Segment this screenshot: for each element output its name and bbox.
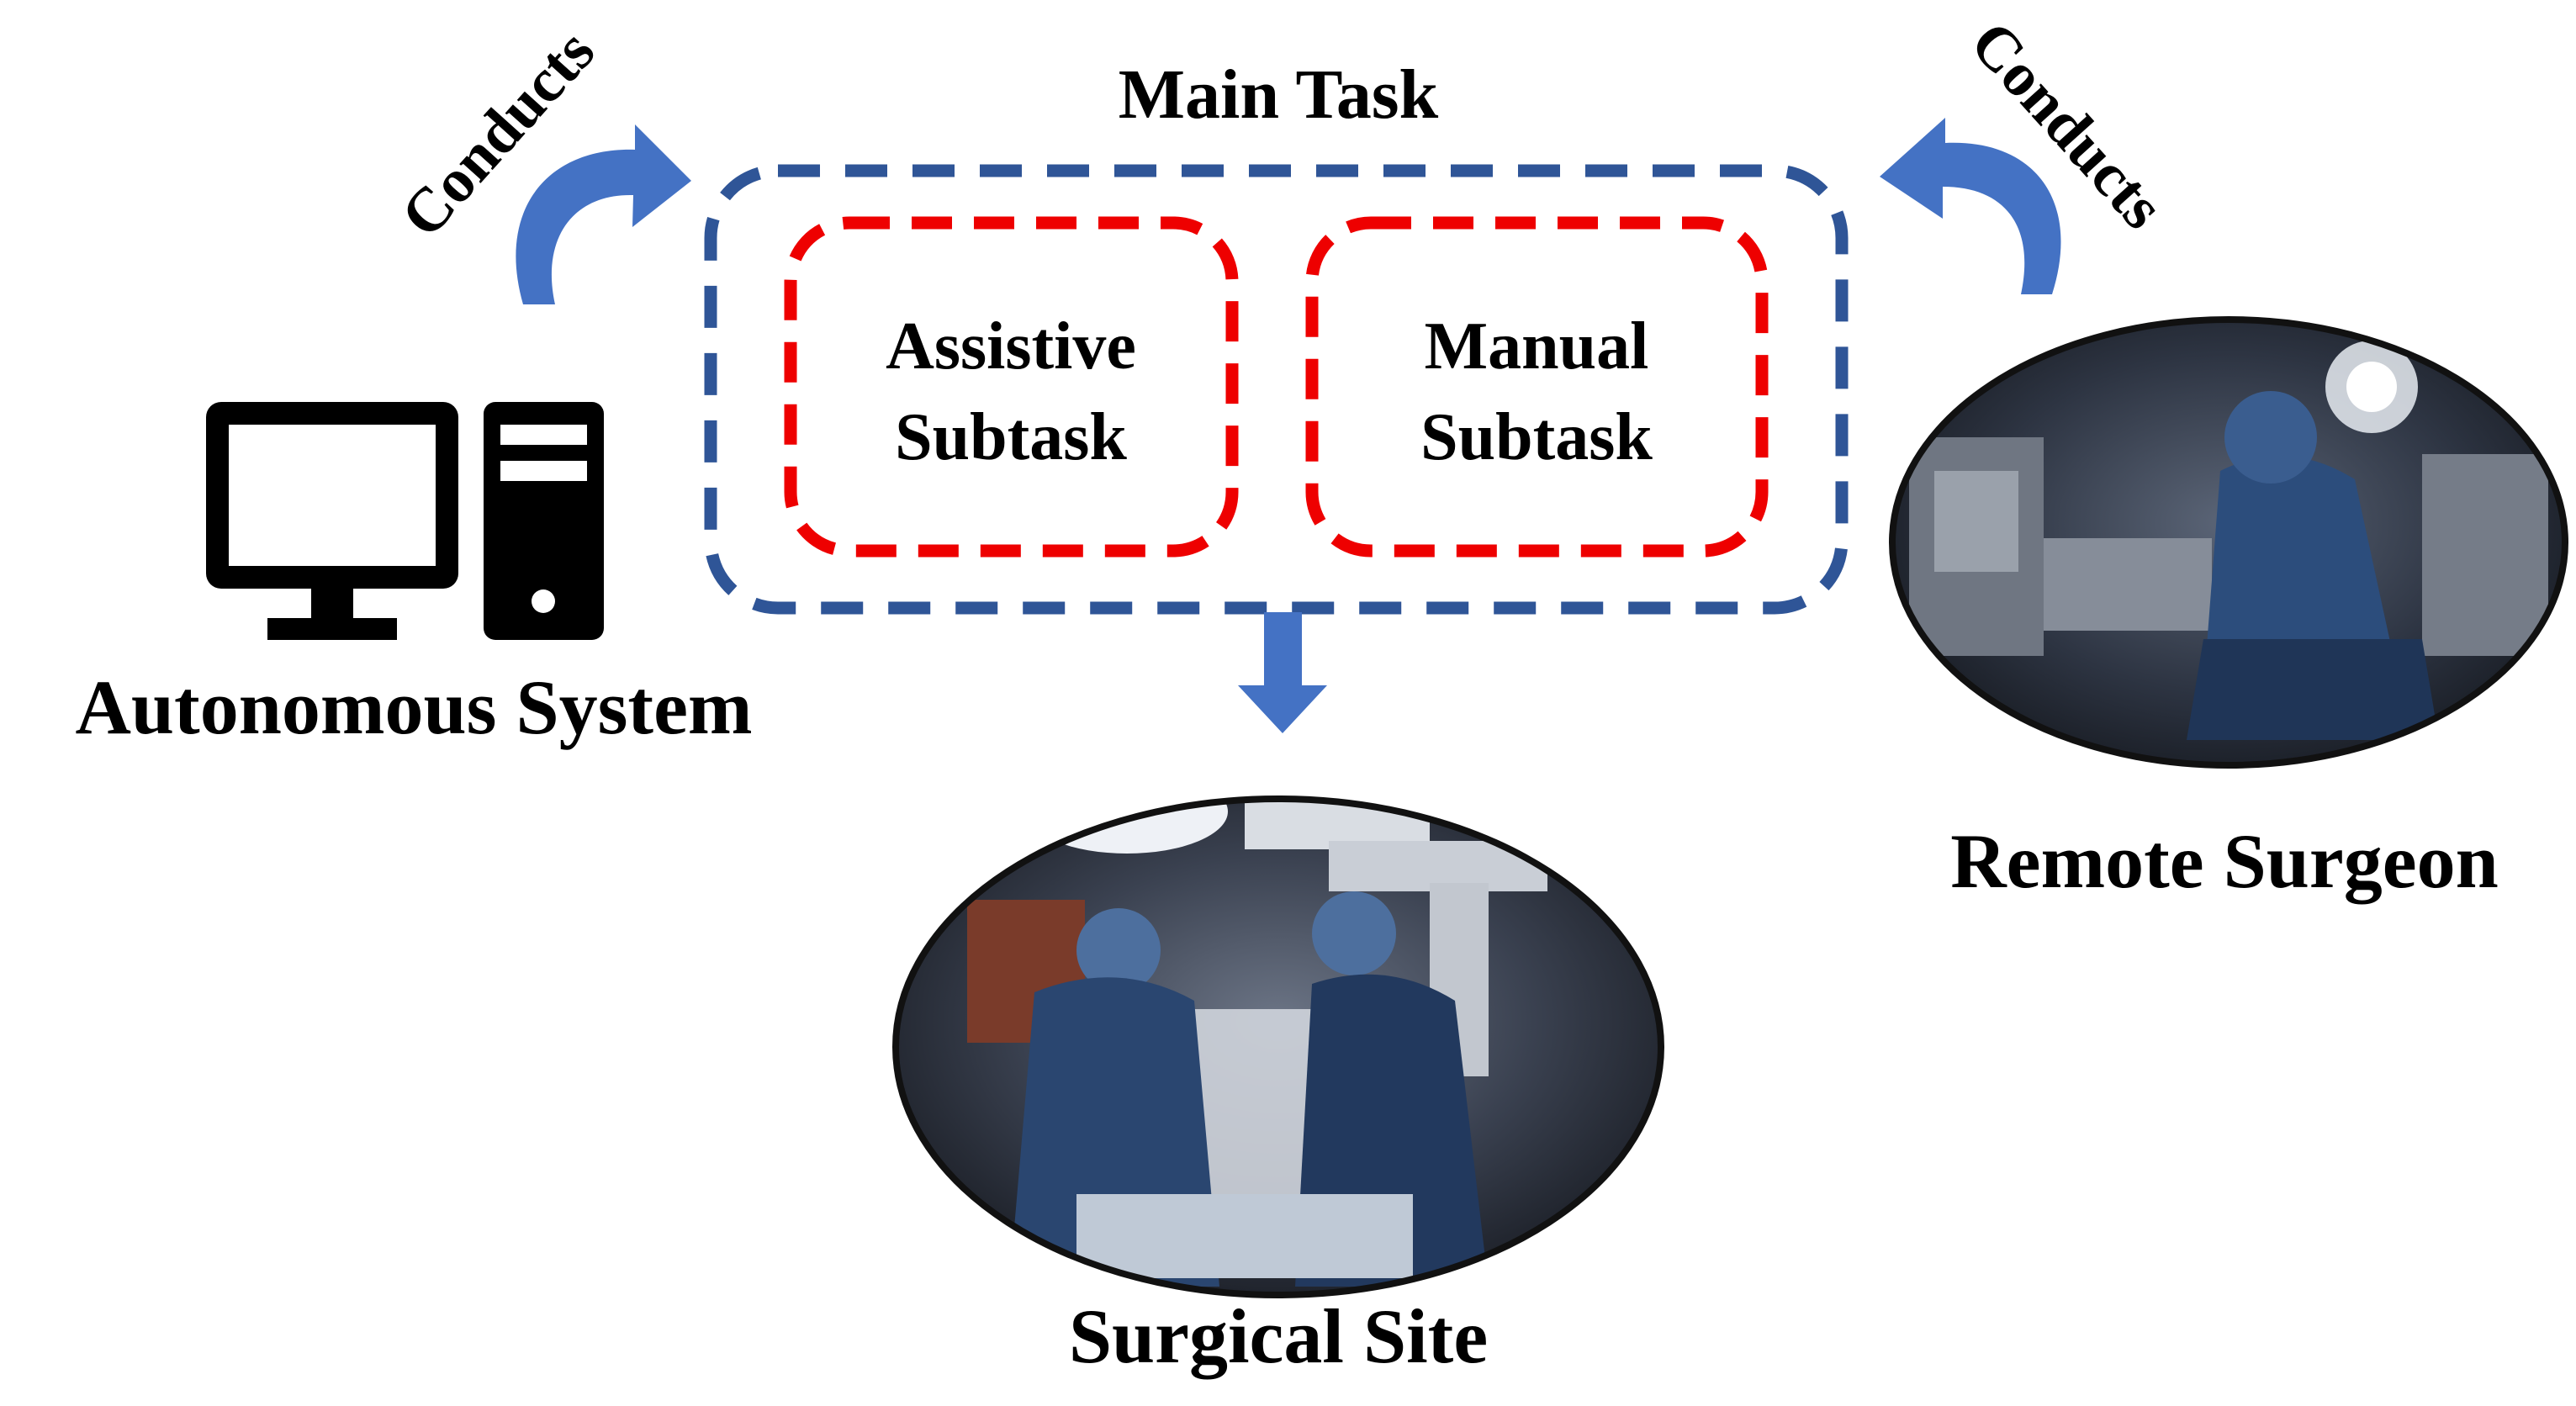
left-conducts-arrow (516, 124, 691, 304)
main-task-title: Main Task (1119, 56, 1439, 134)
surgical-site-label: Surgical Site (1069, 1293, 1488, 1379)
autonomous-system-label: Autonomous System (75, 664, 752, 750)
manual-subtask-box: Manual Subtask (1305, 216, 1769, 558)
computer-icon (206, 402, 604, 640)
down-arrow (1238, 612, 1327, 733)
main-task-box (704, 164, 1849, 615)
remote-surgeon-photo (1889, 316, 2568, 769)
manual-subtask-line2: Subtask (1420, 400, 1653, 474)
assistive-subtask-line2: Subtask (895, 400, 1127, 474)
surgical-site-photo (892, 796, 1664, 1298)
manual-subtask-line1: Manual (1425, 309, 1649, 383)
right-conducts-arrow (1880, 118, 2061, 294)
left-conducts-label: Conducts (388, 17, 608, 251)
assistive-subtask-box: Assistive Subtask (784, 216, 1239, 558)
assistive-subtask-line1: Assistive (886, 309, 1136, 383)
right-conducts-label: Conducts (1957, 8, 2177, 242)
remote-surgeon-label: Remote Surgeon (1950, 818, 2499, 904)
